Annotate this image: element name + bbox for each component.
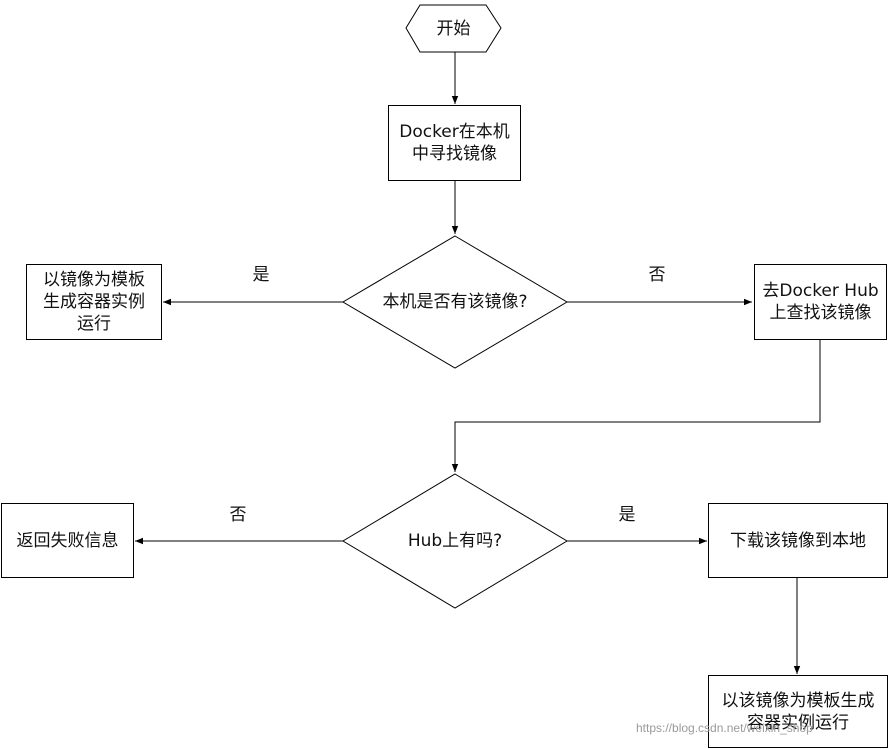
edge-label-hub-yes: 是: [618, 505, 636, 525]
decision-hub-diamond: [342, 473, 568, 609]
search-local-box: Docker在本机 中寻找镜像: [388, 105, 521, 181]
run-local-box: 以镜像为模板 生成容器实例 运行: [26, 264, 162, 340]
run-downloaded-box: 以该镜像为模板生成 容器实例运行: [708, 675, 888, 748]
download-box: 下载该镜像到本地: [708, 503, 888, 578]
decision-local-diamond: [342, 235, 568, 369]
start-label: 开始: [436, 18, 471, 39]
decision-local-label: 本机是否有该镜像?: [382, 292, 528, 312]
watermark: https://blog.csdn.net/weixin_shop: [636, 721, 813, 735]
edge-label-hub-no: 否: [229, 505, 247, 525]
search-hub-box: 去Docker Hub 上查找该镜像: [754, 264, 887, 340]
edge-hub-search-to-decision: [451, 340, 821, 472]
return-fail-box: 返回失败信息: [1, 503, 134, 578]
start-terminal-shape: [405, 4, 502, 53]
edge-label-local-yes: 是: [252, 265, 270, 285]
edge-label-local-no: 否: [648, 265, 666, 285]
decision-hub-label: Hub上有吗?: [407, 531, 503, 551]
